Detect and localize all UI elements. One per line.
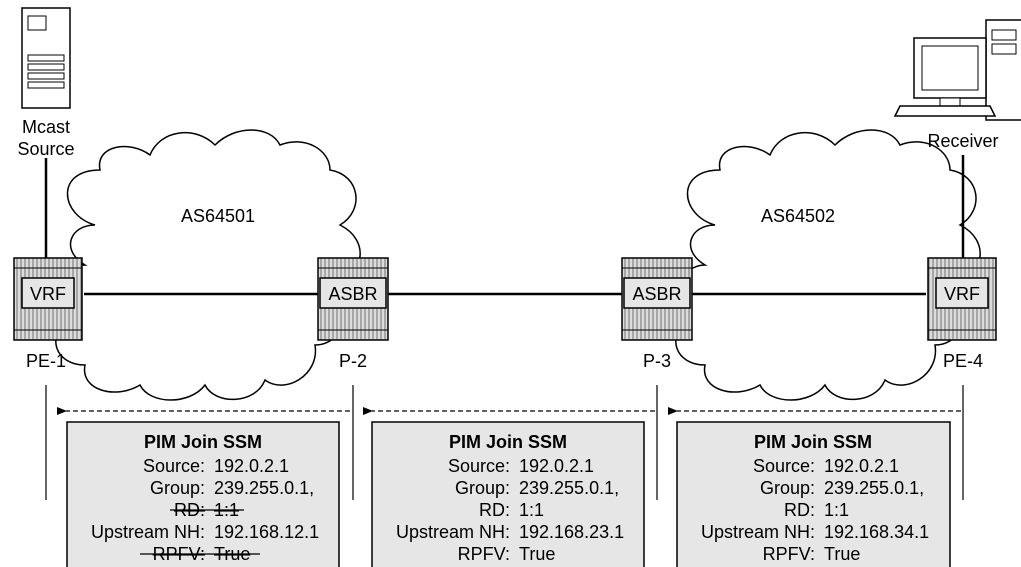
router-pe-1: VRF [13, 257, 83, 341]
router-box-label: ASBR [328, 284, 377, 304]
join-key: Group: [150, 478, 205, 498]
router-name: PE-4 [943, 351, 983, 371]
router-box-label: ASBR [632, 284, 681, 304]
router-box-label: VRF [944, 284, 980, 304]
join-value: 239.255.0.1, [214, 478, 314, 498]
cloud-as64501: AS64501 [55, 129, 361, 401]
join-key: Upstream NH: [701, 522, 815, 542]
router-p-2: ASBR [317, 257, 389, 341]
join-value: 239.255.0.1, [824, 478, 924, 498]
join-title: PIM Join SSM [754, 432, 872, 452]
workstation-icon [893, 19, 1021, 121]
pim-join-box-3: PIM Join SSM Source: 192.0.2.1 Group: 23… [676, 421, 951, 567]
join-value: 192.0.2.1 [214, 456, 289, 476]
join-key: RD: [784, 500, 815, 520]
join-value: True [519, 544, 555, 564]
join-title: PIM Join SSM [449, 432, 567, 452]
source-label: Source [17, 139, 74, 159]
join-key: RPFV: [763, 544, 815, 564]
links [44, 155, 965, 296]
join-value: 192.0.2.1 [519, 456, 594, 476]
router-box-label: VRF [30, 284, 66, 304]
join-value: True [824, 544, 860, 564]
join-key: Source: [143, 456, 205, 476]
join-value: 1:1 [519, 500, 544, 520]
receiver-label: Receiver [927, 131, 998, 151]
join-key: Source: [753, 456, 815, 476]
router-pe-4: VRF [927, 257, 997, 341]
join-key: Group: [760, 478, 815, 498]
cloud-label: AS64502 [761, 206, 835, 226]
router-name: PE-1 [26, 351, 66, 371]
cloud-label: AS64501 [181, 206, 255, 226]
join-value: 192.0.2.1 [824, 456, 899, 476]
join-title: PIM Join SSM [144, 432, 262, 452]
join-key: Upstream NH: [396, 522, 510, 542]
join-key: RD: [479, 500, 510, 520]
join-value: 1:1 [824, 500, 849, 520]
source-label: Mcast [22, 117, 70, 137]
router-p-3: ASBR [621, 257, 693, 341]
join-key: Upstream NH: [91, 522, 205, 542]
pim-join-box-2: PIM Join SSM Source: 192.0.2.1 Group: 23… [371, 421, 645, 567]
server-icon [21, 7, 71, 109]
router-name: P-3 [643, 351, 671, 371]
router-name: P-2 [339, 351, 367, 371]
join-value: 192.168.34.1 [824, 522, 929, 542]
join-key: Source: [448, 456, 510, 476]
pim-join-box-1: PIM Join SSM Source: 192.0.2.1 Group: 23… [66, 421, 340, 567]
join-value: 192.168.12.1 [214, 522, 319, 542]
join-key: RPFV: [458, 544, 510, 564]
join-value: 239.255.0.1, [519, 478, 619, 498]
join-key: Group: [455, 478, 510, 498]
join-value: 192.168.23.1 [519, 522, 624, 542]
guide-lines [45, 385, 964, 500]
